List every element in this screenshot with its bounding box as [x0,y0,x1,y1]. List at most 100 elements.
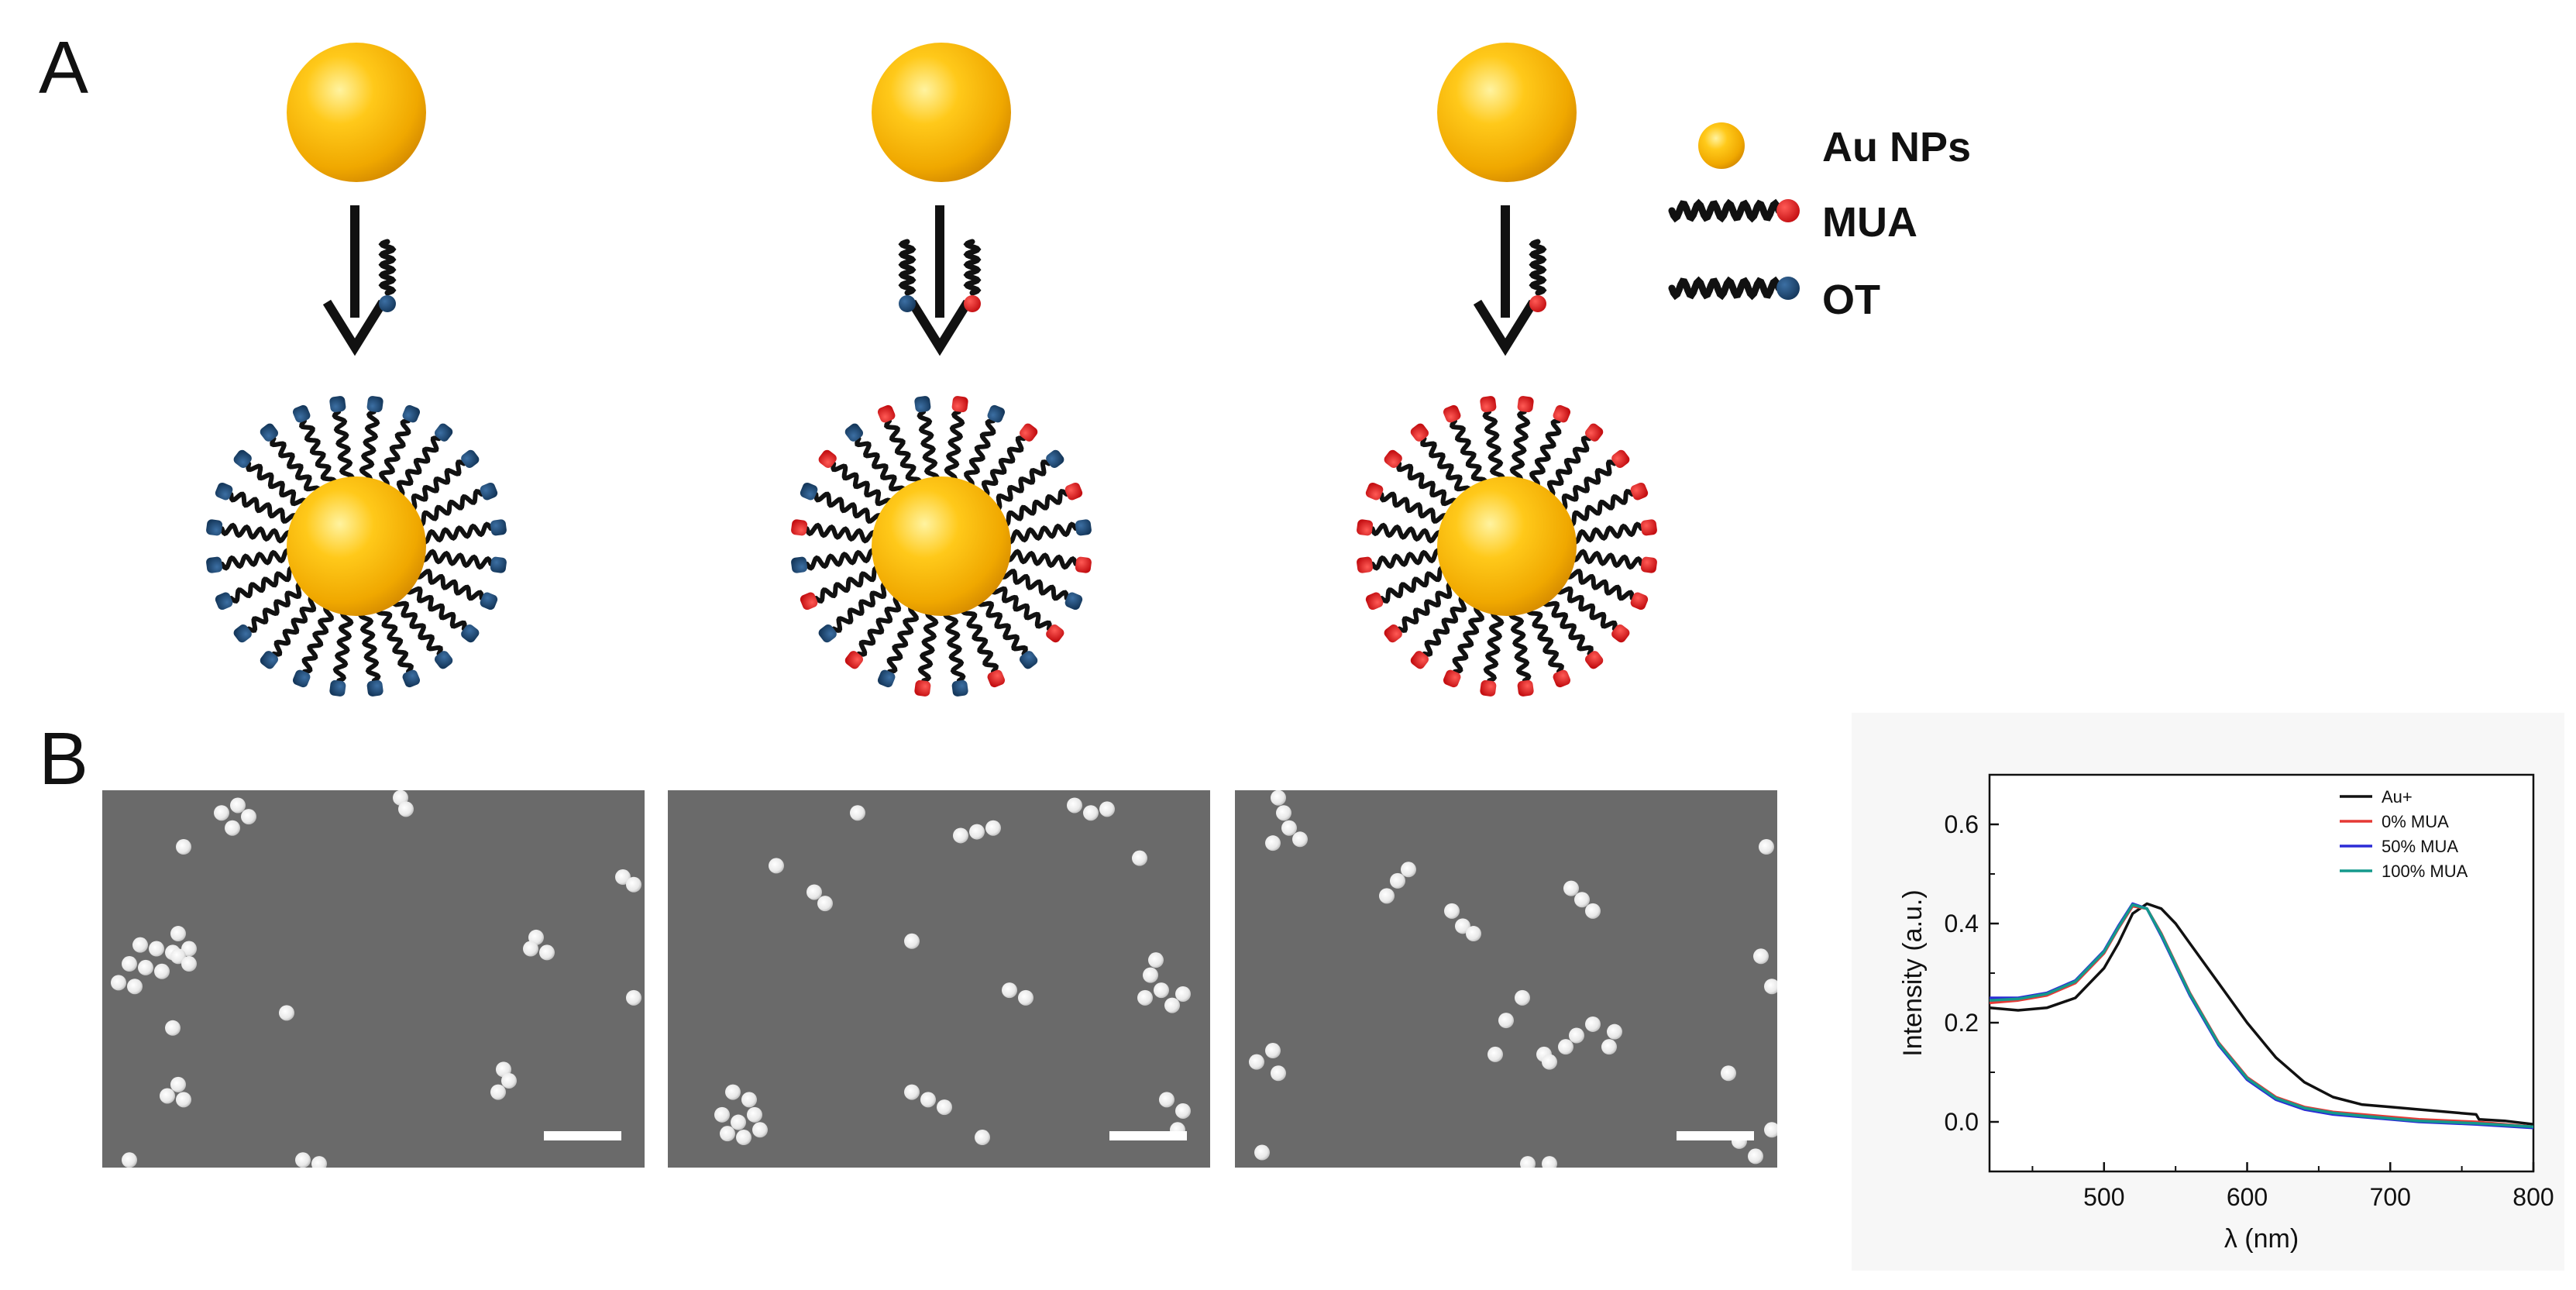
scheme-panel [206,43,1657,697]
scheme-legend: Au NPs MUA OT [1668,122,1971,323]
scheme-1 [206,43,507,697]
panel-b-label: B [39,717,88,800]
nanoparticle [176,1092,191,1108]
nanoparticle [731,1114,746,1130]
nanoparticle [747,1106,762,1123]
nanoparticle [1558,1039,1573,1055]
nanoparticle [149,941,164,957]
nanoparticle [1254,1144,1270,1161]
reaction-arrow-icon [322,299,387,356]
nanoparticle [539,944,555,961]
nanoparticle [181,941,197,957]
legend-entry: 100% MUA [2382,862,2468,881]
scale-bar [1677,1131,1754,1140]
nanoparticle [170,948,186,965]
gold-core [872,476,1011,616]
scheme-3 [1357,43,1657,697]
nanoparticle [295,1152,311,1168]
nanoparticle [311,1156,327,1168]
nanoparticle [1563,880,1579,896]
legend-entry: 0% MUA [2382,812,2449,831]
nanoparticle [225,820,240,836]
mua-ligand-icon [1668,198,1800,223]
nanoparticle [1466,926,1481,942]
series-line-1 [1990,902,2533,1126]
coated-nanoparticle [791,396,1092,697]
nanoparticle [230,797,246,814]
nanoparticle [1455,918,1470,934]
legend-label-au-nps: Au NPs [1822,124,1971,170]
nanoparticle [160,1088,175,1104]
mua-ligand-icon [963,239,982,312]
scheme-2 [791,43,1092,697]
nanoparticle [1276,805,1291,821]
nanoparticle [1099,801,1115,817]
nanoparticle [850,805,865,821]
nanoparticle [904,933,920,949]
ot-ligand-icon [898,239,917,312]
nanoparticle [1607,1023,1622,1040]
x-tick-label: 800 [2512,1183,2554,1211]
y-tick-label: 0.0 [1945,1108,1979,1136]
ot-ligand-icon [378,239,397,312]
nanoparticle [1601,1039,1617,1055]
nanoparticle [1515,989,1530,1006]
nanoparticle [1271,790,1286,806]
nanoparticle [1379,888,1395,904]
nanoparticle [1137,989,1153,1006]
reaction-arrow-icon [907,299,972,356]
nanoparticle [807,884,822,900]
x-axis-title: λ (nm) [2224,1224,2299,1254]
nanoparticle [1487,1046,1503,1062]
nanoparticle [920,1092,936,1108]
nanoparticle [1748,1148,1763,1164]
nanoparticle [165,1020,181,1036]
gold-core [1437,476,1577,616]
legend-entry: Au+ [2382,787,2413,807]
mua-ligand-icon [1529,239,1547,312]
x-tick-label: 500 [2083,1183,2124,1211]
nanoparticle [1764,1122,1777,1138]
nanoparticle [1143,967,1158,983]
nanoparticle [1542,1054,1557,1070]
nanoparticle [122,1152,137,1168]
sem-image-1 [102,790,645,1168]
nanoparticle [752,1122,768,1138]
nanoparticle [1292,831,1308,848]
nanoparticle [214,805,229,821]
gold-nanoparticle-icon [1437,43,1577,182]
nanoparticle [181,956,197,972]
gold-nanoparticle-icon [872,43,1011,182]
nanoparticle [1175,986,1191,1002]
gold-core [287,476,426,616]
nanoparticle [1159,1092,1175,1108]
nanoparticle [127,979,143,995]
plot-frame [1988,773,2535,1173]
nanoparticle [398,801,414,817]
nanoparticle [170,926,186,942]
nanoparticle [1164,997,1180,1013]
legend-label-mua: MUA [1822,199,1917,246]
nanoparticle [1759,839,1774,855]
nanoparticle [1175,1103,1191,1119]
nanoparticle [1585,903,1601,919]
nanoparticle [626,989,641,1006]
nanoparticle [714,1106,730,1123]
nanoparticle [1444,903,1460,919]
nanoparticle [1764,979,1777,995]
nanoparticle [725,1084,741,1100]
nanoparticle [1083,805,1099,821]
legend-item-mua: MUA [1668,198,1917,246]
x-tick-label: 700 [2370,1183,2411,1211]
nanoparticle [138,959,153,975]
nanoparticle [741,1092,757,1108]
gold-nanoparticle-icon [1698,122,1745,169]
nanoparticle [1520,1156,1536,1168]
nanoparticle [1132,850,1147,866]
nanoparticle [176,839,191,855]
nanoparticle [1574,892,1590,908]
nanoparticle [501,1072,517,1089]
